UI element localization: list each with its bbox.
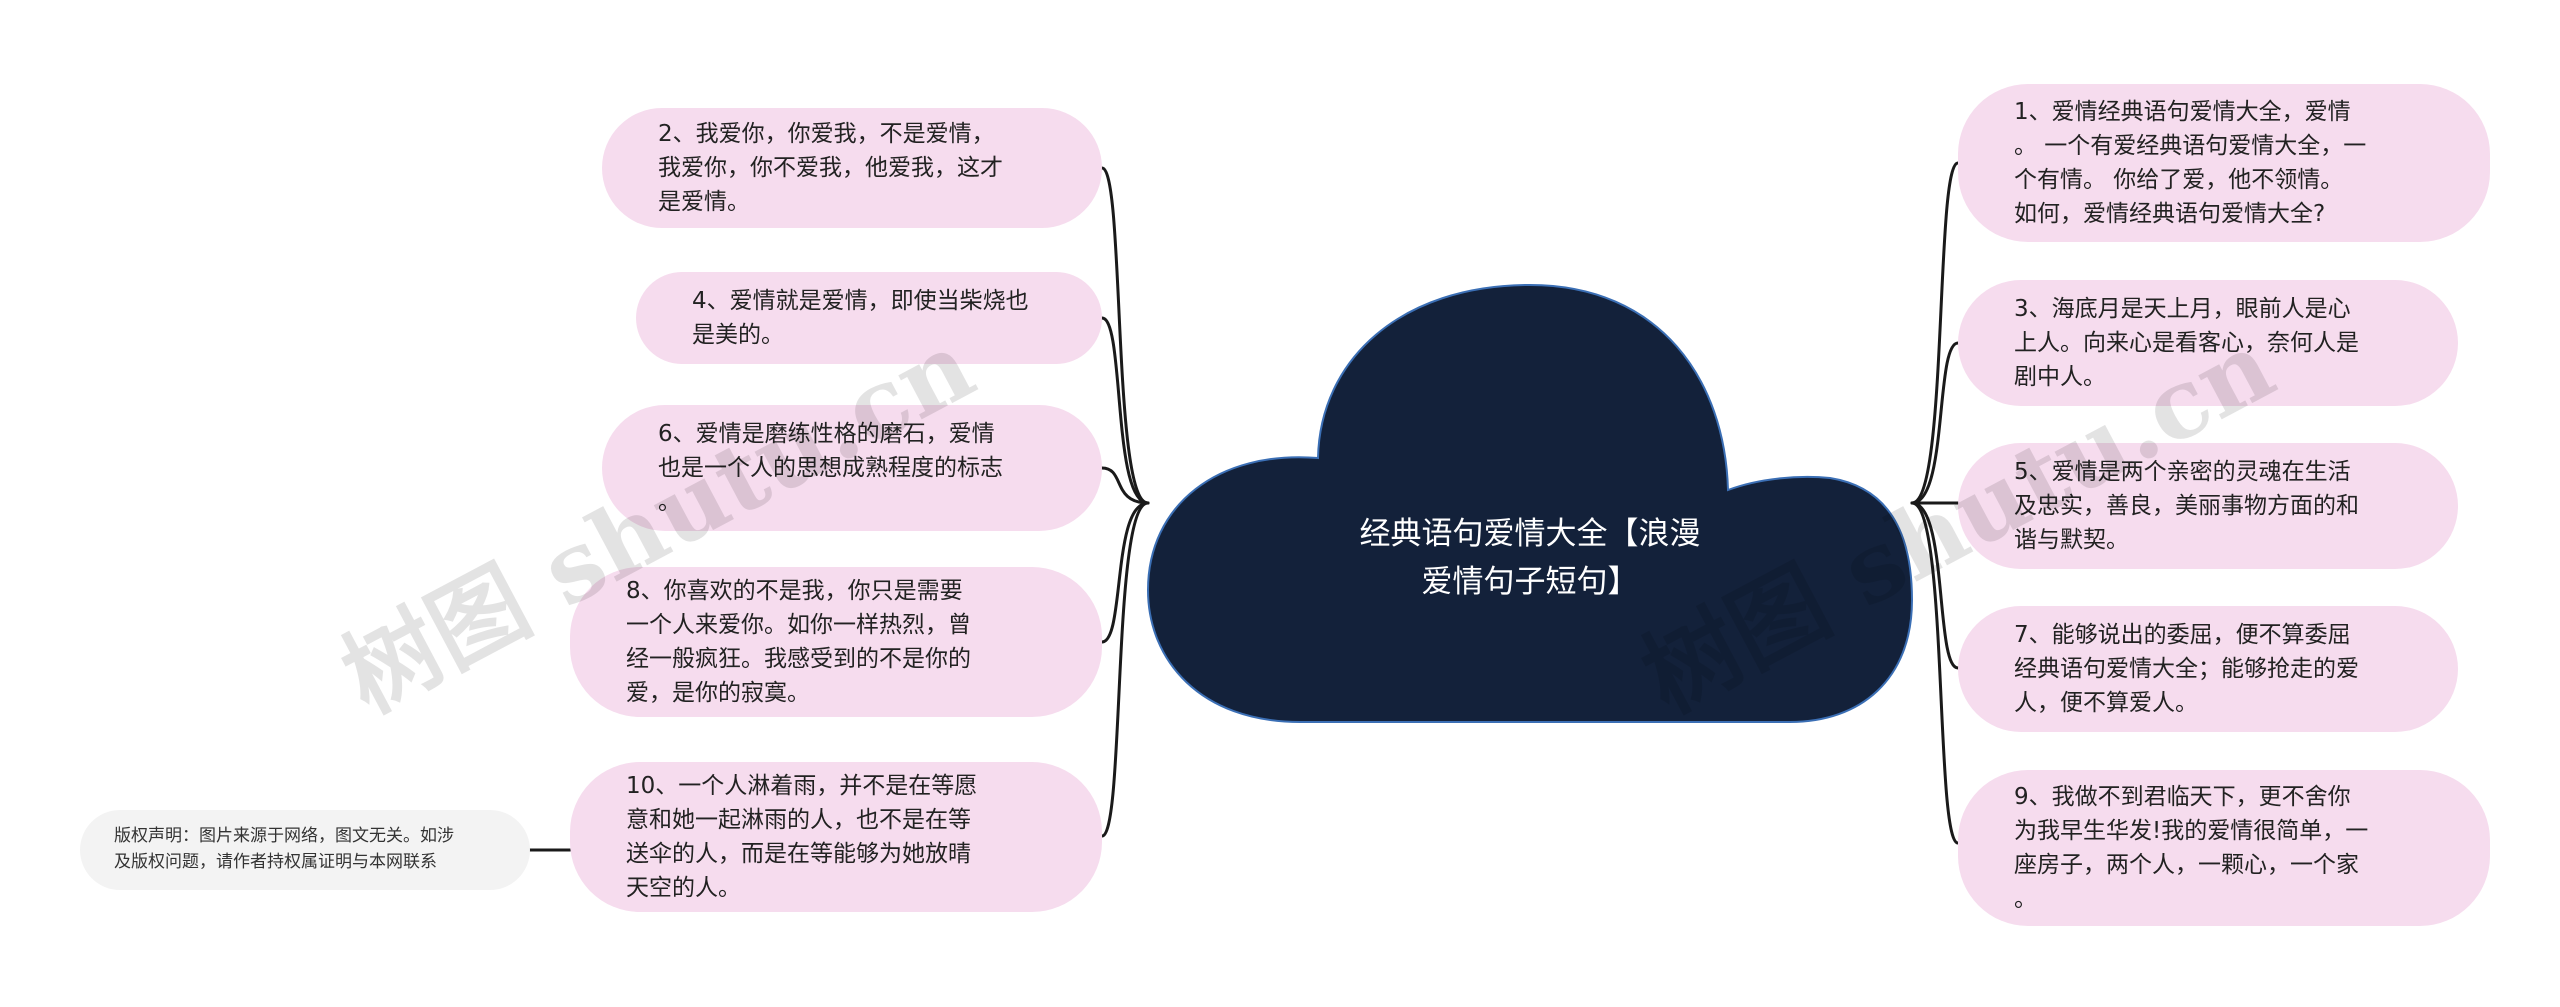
node-text: 3、海底月是天上月，眼前人是心 上人。向来心是看客心，奈何人是 剧中人。 — [2014, 296, 2359, 390]
left-node-4[interactable]: 8、你喜欢的不是我，你只是需要 一个人来爱你。如你一样热烈，曾 经一般疯狂。我感… — [570, 567, 1102, 717]
node-text: 9、我做不到君临天下，更不舍你 为我早生华发!我的爱情很简单，一 座房子，两个人… — [2014, 784, 2369, 912]
node-text: 4、爱情就是爱情，即使当柴烧也 是美的。 — [692, 288, 1029, 348]
node-text: 7、能够说出的委屈，便不算委屈 经典语句爱情大全；能够抢走的爱 人，便不算爱人。 — [2014, 622, 2359, 716]
connector-right-4 — [1910, 501, 1960, 670]
right-node-5[interactable]: 9、我做不到君临天下，更不舍你 为我早生华发!我的爱情很简单，一 座房子，两个人… — [1958, 770, 2490, 926]
central-cloud — [1146, 283, 1914, 723]
connector-left-5 — [1100, 501, 1150, 838]
connector-left-4 — [1100, 501, 1150, 644]
node-text: 1、爱情经典语句爱情大全，爱情 。 一个有爱经典语句爱情大全，一 个有情。 你给… — [2014, 99, 2367, 227]
left-node-5[interactable]: 10、一个人淋着雨，并不是在等愿 意和她一起淋雨的人，也不是在等 送伞的人，而是… — [570, 762, 1102, 912]
node-text: 5、爱情是两个亲密的灵魂在生活 及忠实，善良，美丽事物方面的和 谐与默契。 — [2014, 459, 2359, 553]
right-node-4[interactable]: 7、能够说出的委屈，便不算委屈 经典语句爱情大全；能够抢走的爱 人，便不算爱人。 — [1958, 606, 2458, 732]
right-node-1[interactable]: 1、爱情经典语句爱情大全，爱情 。 一个有爱经典语句爱情大全，一 个有情。 你给… — [1958, 84, 2490, 242]
connector-left-1 — [1100, 166, 1150, 505]
connector-left-2 — [1100, 316, 1150, 505]
connector-right-2 — [1910, 341, 1960, 505]
node-text: 8、你喜欢的不是我，你只是需要 一个人来爱你。如你一样热烈，曾 经一般疯狂。我感… — [626, 578, 971, 706]
connector-right-5 — [1910, 501, 1960, 845]
copyright-note: 版权声明：图片来源于网络，图文无关。如涉 及版权问题，请作者持权属证明与本网联系 — [80, 810, 530, 890]
left-node-1[interactable]: 2、我爱你，你爱我，不是爱情， 我爱你，你不爱我，他爱我，这才 是爱情。 — [602, 108, 1102, 228]
left-node-3[interactable]: 6、爱情是磨练性格的磨石，爱情 也是一个人的思想成熟程度的标志 。 — [602, 405, 1102, 531]
node-text: 6、爱情是磨练性格的磨石，爱情 也是一个人的思想成熟程度的标志 。 — [658, 421, 1003, 515]
connector-left-3 — [1100, 466, 1150, 505]
node-text: 10、一个人淋着雨，并不是在等愿 意和她一起淋雨的人，也不是在等 送伞的人，而是… — [626, 773, 978, 901]
center-title: 经典语句爱情大全【浪漫 爱情句子短句】 — [1359, 516, 1701, 600]
right-node-3[interactable]: 5、爱情是两个亲密的灵魂在生活 及忠实，善良，美丽事物方面的和 谐与默契。 — [1958, 443, 2458, 569]
connector-right-1 — [1910, 161, 1960, 505]
node-text: 2、我爱你，你爱我，不是爱情， 我爱你，你不爱我，他爱我，这才 是爱情。 — [658, 121, 1003, 215]
left-node-2[interactable]: 4、爱情就是爱情，即使当柴烧也 是美的。 — [636, 272, 1102, 364]
right-node-2[interactable]: 3、海底月是天上月，眼前人是心 上人。向来心是看客心，奈何人是 剧中人。 — [1958, 280, 2458, 406]
